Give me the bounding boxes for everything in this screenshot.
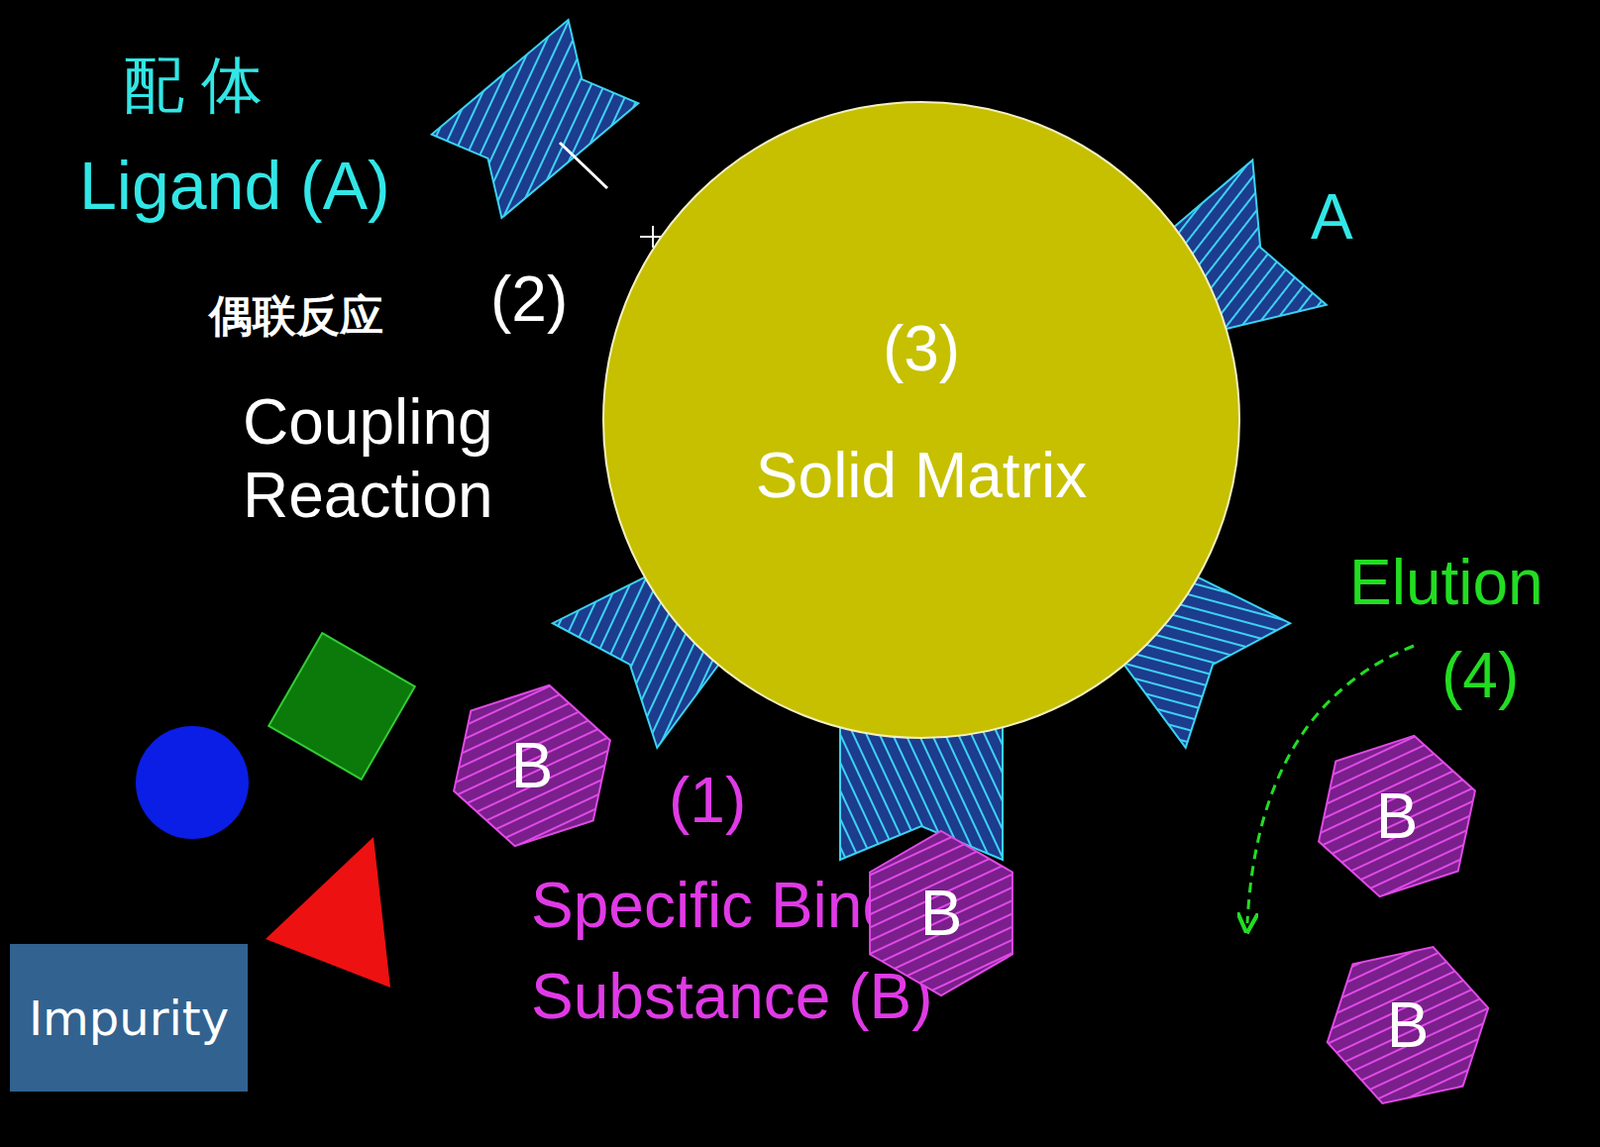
- binding-substance: B: [1322, 940, 1494, 1111]
- binding-substance: B: [855, 828, 1027, 999]
- binding-substance: B: [1311, 731, 1483, 902]
- callout-number: (4): [1441, 640, 1519, 714]
- coupling-label: Coupling Reaction: [242, 386, 570, 533]
- impurity-square: [268, 633, 416, 780]
- substance-letter: B: [1386, 993, 1430, 1058]
- impurity-box: Impurity: [9, 944, 248, 1092]
- solid-matrix: (3) Solid Matrix: [602, 101, 1241, 740]
- matrix-label: Solid Matrix: [604, 439, 1239, 514]
- ligand-label: Ligand (A): [79, 146, 391, 224]
- coupling-label-zh: 偶联反应: [209, 291, 384, 342]
- substance-letter: B: [511, 734, 554, 798]
- leader-line: [559, 142, 608, 189]
- callout-number: (3): [604, 313, 1239, 387]
- impurity-triangle: [265, 837, 391, 988]
- elution-label: Elution: [1349, 546, 1544, 621]
- binding-substance: B: [446, 680, 618, 852]
- substance-letter: B: [1376, 784, 1419, 849]
- ligand-shape: [431, 19, 640, 218]
- callout-number: (1): [668, 764, 747, 839]
- callout-number: (2): [490, 263, 568, 337]
- ligand-mark: A: [1310, 181, 1354, 255]
- ligand-label-zh: 配 体: [122, 49, 263, 120]
- impurity-label: Impurity: [28, 990, 229, 1047]
- substance-letter: B: [920, 881, 963, 946]
- impurity-circle: [135, 726, 249, 840]
